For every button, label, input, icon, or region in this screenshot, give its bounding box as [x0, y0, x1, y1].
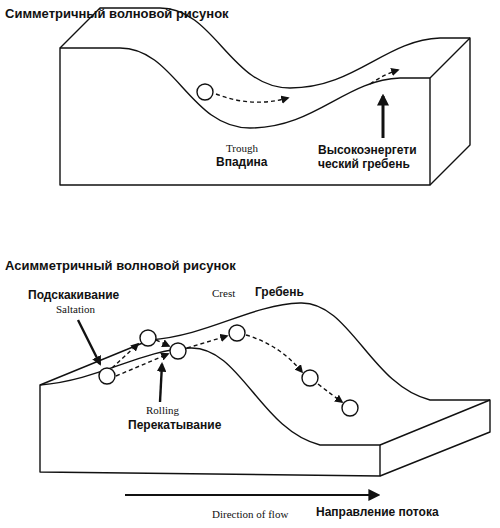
part-name: Высокоэнергети ческий гребень	[318, 143, 436, 171]
grain	[342, 400, 358, 416]
grain-path	[370, 70, 398, 84]
process-name: Rolling	[146, 404, 179, 416]
part-name: Впадина	[216, 155, 268, 169]
part-name: Trough	[226, 142, 258, 154]
figure-heading: Асимметричный волновой рисунок	[5, 258, 236, 273]
process-name: Перекатывание	[128, 418, 221, 432]
grain	[170, 343, 186, 359]
pointer-arrow	[78, 320, 100, 364]
figure-heading: Симметричный волновой рисунок	[5, 6, 229, 21]
symmetric-block	[60, 8, 470, 185]
grain	[229, 325, 245, 341]
grain-path	[246, 335, 302, 372]
asymmetric-block	[40, 303, 490, 476]
right-face	[380, 400, 490, 476]
top-edge	[40, 340, 150, 385]
grain	[140, 330, 156, 346]
pointer-arrow	[382, 96, 385, 138]
process-name: Saltation	[56, 303, 95, 315]
grain-path	[112, 344, 138, 368]
grain-path	[187, 336, 227, 348]
part-name: Гребень	[255, 285, 304, 299]
grain-path	[216, 94, 288, 102]
grain	[197, 84, 213, 100]
front-face	[40, 348, 380, 476]
process-name: Подскакивание	[28, 288, 119, 302]
flow-label: Direction of flow	[212, 508, 288, 520]
grain-path	[116, 354, 168, 376]
grain-path	[156, 340, 169, 346]
flow-label: Направление потока	[316, 505, 439, 519]
grain	[302, 370, 318, 386]
part-name: Crest	[212, 287, 235, 299]
grain-path	[318, 384, 342, 402]
flow-arrow	[125, 494, 378, 496]
grain	[99, 368, 115, 384]
right-face	[430, 38, 470, 185]
pointer-arrow	[160, 364, 162, 402]
